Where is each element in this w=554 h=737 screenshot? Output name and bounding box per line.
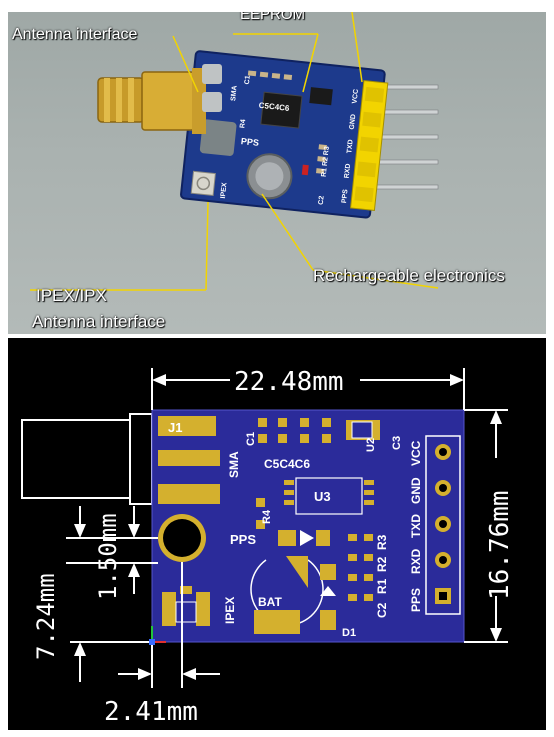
photo-silk-pin-3: RXD <box>344 163 353 178</box>
dim-width-label: 22.48mm <box>234 367 344 397</box>
photo-silk-pps: PPS <box>240 136 259 148</box>
silk-bat: BAT <box>258 595 282 609</box>
bottom-offset-dimension <box>118 562 220 688</box>
silk-r1: R1 <box>375 578 389 594</box>
origin-axes <box>149 626 166 645</box>
small-offset-dimension <box>66 506 158 594</box>
module-photo: SMA C1 C5C4C6 PPS R4 R1 R2 R3 C2 IPEX VC… <box>8 12 546 334</box>
photo-silk-r4: R4 <box>239 119 247 129</box>
silk-j1: J1 <box>168 420 182 435</box>
dim-bottom-offset-label: 2.41mm <box>104 697 198 727</box>
silk-pin-txd: TXD <box>409 514 423 538</box>
photo-silk-r1r2r3: R1 R2 R3 <box>321 146 331 177</box>
width-dimension <box>151 368 465 410</box>
photo-silk-pin-2: TXD <box>346 139 354 154</box>
silk-u3: U3 <box>314 489 331 504</box>
callout-antenna-interface-top: Antenna interface <box>12 26 138 43</box>
silk-pin-pps: PPS <box>409 588 423 612</box>
callout-eeprom: EEPROM <box>240 12 306 23</box>
silk-r2: R2 <box>375 556 389 572</box>
callout-rechargeable-electronics: Rechargeable electronics <box>313 266 505 285</box>
photo-silk-pin-4: PPS <box>341 189 349 204</box>
sma-outline <box>21 419 141 499</box>
dimension-drawing-graphic: J1 C1 SMA C5C4C6 U2 C3 U3 R4 PPS R3 R2 R… <box>21 367 515 727</box>
silk-r4: R4 <box>261 509 273 524</box>
photo-silk-pin-0: VCC <box>351 89 360 104</box>
silk-c3: C3 <box>391 436 403 450</box>
sma-connector <box>97 64 222 134</box>
callout-lines <box>30 12 439 291</box>
dim-height-label: 16.76mm <box>485 490 515 600</box>
silk-pin-vcc: VCC <box>409 440 423 466</box>
photo-silk-c2: C2 <box>318 195 326 205</box>
silk-sma: SMA <box>227 451 241 478</box>
height-dimension <box>464 409 508 643</box>
callout-antenna-interface-bottom: Antenna interface <box>32 312 166 331</box>
silk-pin-rxd: RXD <box>409 548 423 574</box>
dim-small-offset-label: 1.50mm <box>94 513 122 600</box>
photo-silk-pin-1: GND <box>349 114 358 130</box>
photo-silk-ipex: IPEX <box>220 182 229 199</box>
silk-pps: PPS <box>230 532 256 547</box>
silk-r3: R3 <box>375 534 389 550</box>
silk-c5c4c6: C5C4C6 <box>264 457 310 471</box>
photo-silk-c1: C1 <box>244 75 252 85</box>
silk-c1: C1 <box>245 432 257 446</box>
silk-c2: C2 <box>375 602 389 618</box>
photo-silk-sma: SMA <box>230 85 239 101</box>
dimension-drawing: J1 C1 SMA C5C4C6 U2 C3 U3 R4 PPS R3 R2 R… <box>8 338 546 730</box>
photo-silk-c5c4c6: C5C4C6 <box>258 101 290 113</box>
silk-u2: U2 <box>365 438 377 452</box>
dim-left-offset-label: 7.24mm <box>32 573 60 660</box>
module-photo-graphic: SMA C1 C5C4C6 PPS R4 R1 R2 R3 C2 IPEX VC… <box>30 12 439 291</box>
silk-ipex: IPEX <box>223 597 237 624</box>
silk-d1: D1 <box>342 627 356 639</box>
callout-ipex-ipx: IPEX/IPX <box>36 286 107 305</box>
silk-pin-gnd: GND <box>409 477 423 504</box>
left-offset-dimension <box>70 641 158 682</box>
pcb-board: SMA C1 C5C4C6 PPS R4 R1 R2 R3 C2 IPEX VC… <box>180 50 389 219</box>
